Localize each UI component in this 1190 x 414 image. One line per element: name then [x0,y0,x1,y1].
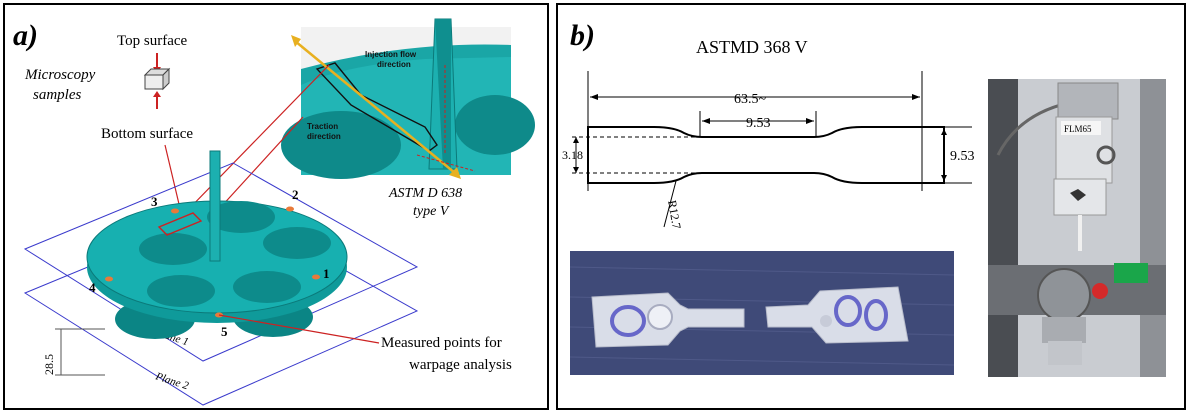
microscopy-label-2: samples [33,87,81,103]
dim-width: 9.53 [950,149,975,164]
dim-overall: 63.5~ [734,92,767,107]
injection-flow-label-1: Injection flow [365,50,417,59]
dim-gauge: 9.53 [746,116,771,131]
measured-points-label-2: warpage analysis [409,357,512,373]
traction-label-2: direction [307,132,341,141]
fractured-specimens-photo [569,251,955,375]
point-3-label: 3 [151,194,158,209]
specimen-drawing [572,71,972,228]
inset-leader-2 [182,64,330,216]
panel-b-letter: b) [570,19,595,52]
panel-b-drawing: b) ASTMD 368 V 63.5~ [562,19,1166,377]
point-1-label: 1 [323,266,330,281]
point-5-label: 5 [221,324,228,339]
traction-label-1: Traction [307,122,338,131]
panel-a-letter: a) [13,19,38,52]
offset-dimension [55,328,105,376]
astm-label-1: ASTM D 638 [388,186,462,201]
injection-flow-label-2: direction [377,60,411,69]
microscopy-sample-icon [143,53,171,109]
tensile-test-photo: FLM65 [988,79,1166,377]
point-2-label: 2 [292,187,299,202]
specimen-title: ASTMD 368 V [696,37,808,57]
panel-a: a) Top surface Microscopy samples Bottom… [3,3,549,410]
inset-injection-view [281,18,535,179]
bottom-surface-label: Bottom surface [101,126,193,142]
microscopy-label-1: Microscopy [24,67,96,83]
dim-radius: R12.7 [665,199,684,230]
measured-points-leader [218,314,380,344]
point-4-label: 4 [89,280,96,295]
dim-narrow: 3.18 [562,148,583,162]
panel-a-drawing: a) Top surface Microscopy samples Bottom… [13,18,535,406]
offset-value: 28.5 [42,354,56,375]
astm-label-2: type V [413,204,450,219]
molded-part [86,150,348,339]
specimen-tag: FLM65 [1064,124,1092,134]
panel-b: b) ASTMD 368 V 63.5~ [556,3,1186,410]
top-surface-label: Top surface [117,33,188,49]
measured-points-label-1: Measured points for [381,335,502,351]
plane-2-label: Plane 2 [153,370,190,392]
